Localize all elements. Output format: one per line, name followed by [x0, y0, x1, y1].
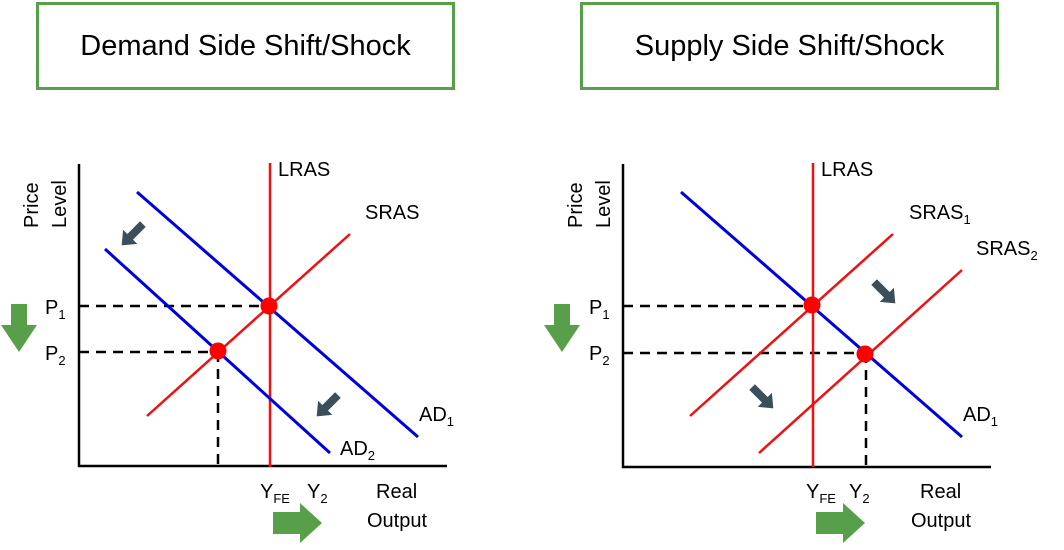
lras-label: LRAS — [821, 159, 873, 181]
supply-shock-diagram: Price Level P1 P2 YFE Y2 Real Output LRA… — [544, 159, 1038, 543]
sras1-curve — [689, 233, 894, 417]
y-axis-label-line1: Price — [565, 182, 587, 228]
supply-shock-title-box: Supply Side Shift/Shock — [580, 2, 999, 90]
output-right-arrow-icon — [273, 503, 322, 543]
y-axis-label-line2: Level — [593, 180, 615, 228]
equilibrium-point-2 — [856, 345, 874, 363]
supply-shock-title: Supply Side Shift/Shock — [634, 29, 945, 62]
ad-shift-arrow-upper — [121, 221, 146, 246]
sras-shift-arrow-upper — [871, 279, 896, 304]
sras1-label: SRAS1 — [909, 202, 971, 227]
x-axis-label-line2: Output — [367, 510, 427, 532]
y-axis-label-line1: Price — [21, 182, 43, 228]
ad-shift-arrow-lower — [316, 392, 341, 417]
yfe-label: YFE — [806, 481, 836, 506]
x-axis-label-line2: Output — [911, 510, 971, 532]
ad1-curve — [136, 190, 419, 439]
sras2-curve — [758, 269, 963, 454]
price-down-arrow-icon — [544, 304, 580, 352]
ad2-label: AD2 — [340, 438, 375, 463]
x-axis-label-line1: Real — [376, 481, 417, 503]
demand-shock-title-box: Demand Side Shift/Shock — [36, 2, 455, 90]
y-axis-label-line2: Level — [49, 180, 71, 228]
equilibrium-point-1 — [260, 297, 278, 315]
y2-label: Y2 — [307, 481, 328, 506]
sras-label: SRAS — [365, 202, 419, 224]
ad1-curve — [680, 190, 963, 439]
ad1-label: AD1 — [419, 404, 454, 429]
equilibrium-point-1 — [803, 296, 821, 314]
lras-label: LRAS — [278, 159, 330, 181]
x-axis-label-line1: Real — [920, 481, 961, 503]
price-down-arrow-icon — [1, 304, 37, 352]
sras2-label: SRAS2 — [976, 238, 1038, 263]
ad1-label: AD1 — [963, 404, 998, 429]
yfe-label: YFE — [260, 481, 290, 506]
p2-label: P2 — [45, 343, 66, 368]
y2-label: Y2 — [849, 481, 870, 506]
sras-shift-arrow-lower — [749, 384, 774, 409]
p1-label: P1 — [589, 297, 610, 322]
demand-shock-diagram: Price Level P1 P2 YFE Y2 Rea — [1, 159, 454, 543]
demand-shock-title: Demand Side Shift/Shock — [80, 29, 411, 62]
equilibrium-point-2 — [209, 342, 227, 360]
sras-curve — [146, 233, 351, 417]
p1-label: P1 — [45, 297, 66, 322]
output-right-arrow-icon — [816, 503, 865, 543]
p2-label: P2 — [589, 343, 610, 368]
